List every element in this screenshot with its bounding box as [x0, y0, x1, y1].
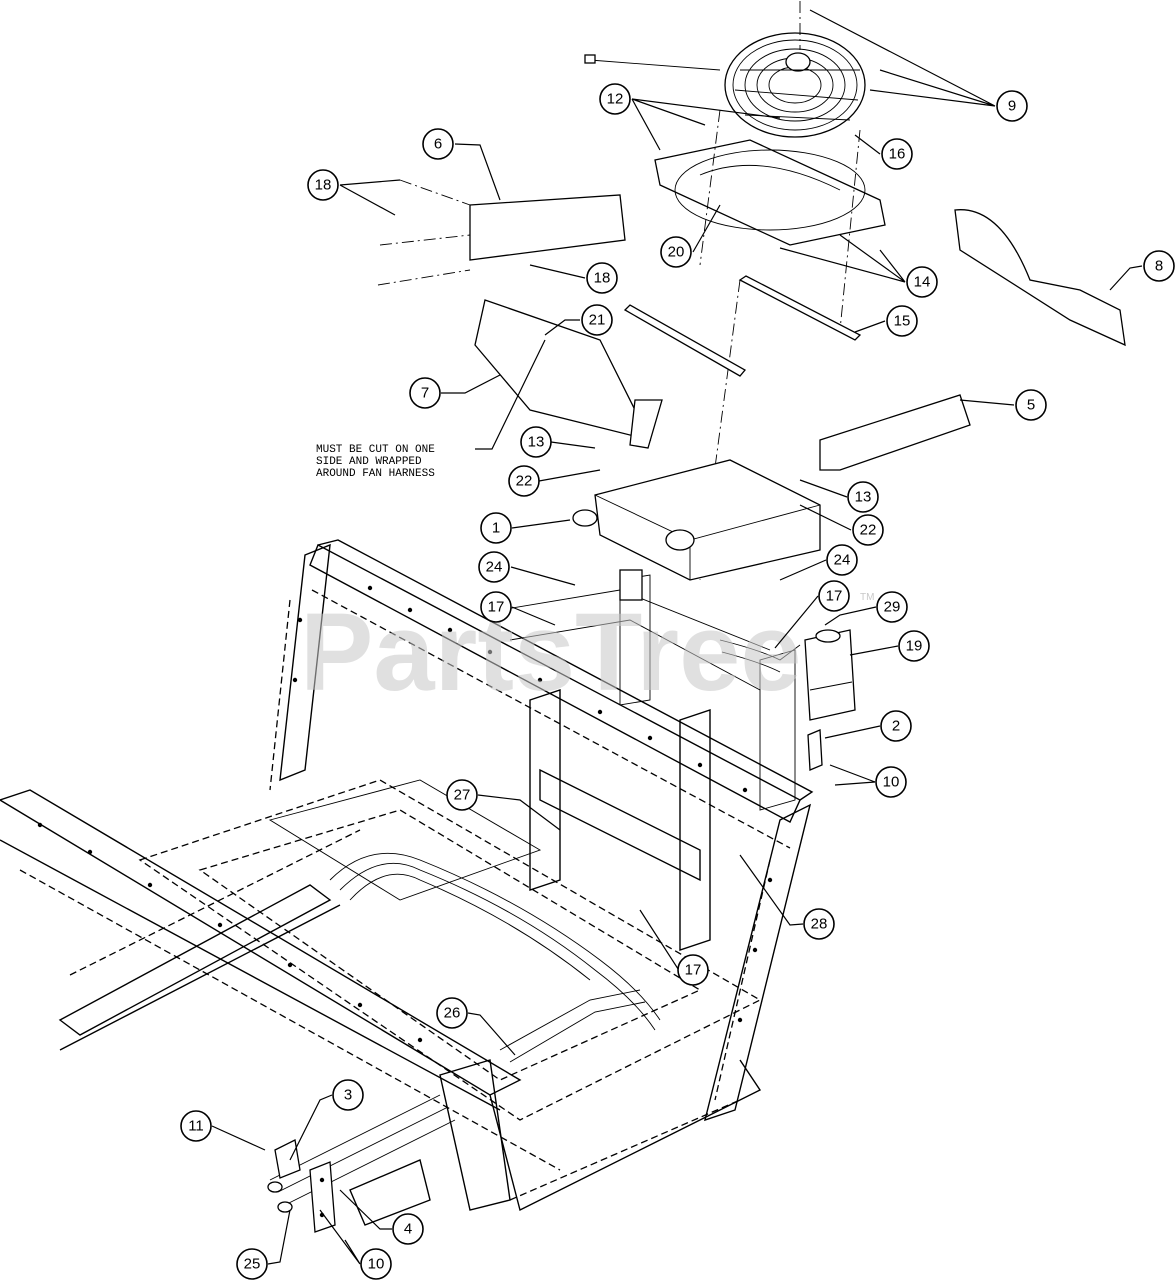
- callout-19: 19: [898, 630, 930, 662]
- svg-text:14: 14: [914, 274, 931, 291]
- svg-text:22: 22: [516, 473, 533, 490]
- callout-5: 5: [1015, 389, 1047, 421]
- svg-text:17: 17: [826, 588, 843, 605]
- callout-17-right: 17: [818, 580, 850, 612]
- callouts: 9 12 16 6 18 20 18 14 8 21 15 7 5 13 22 …: [180, 83, 1175, 1280]
- callout-2: 2: [880, 710, 912, 742]
- watermark-text: PartsTree: [300, 591, 801, 714]
- svg-text:25: 25: [244, 1256, 261, 1273]
- svg-text:6: 6: [434, 136, 442, 153]
- callout-14: 14: [906, 266, 938, 298]
- callout-27: 27: [446, 779, 478, 811]
- svg-text:13: 13: [855, 489, 872, 506]
- callout-24-left: 24: [478, 551, 510, 583]
- callout-22-right: 22: [852, 514, 884, 546]
- svg-text:12: 12: [607, 91, 624, 108]
- svg-text:8: 8: [1155, 258, 1163, 275]
- callout-10-bottom: 10: [360, 1248, 392, 1280]
- svg-text:10: 10: [883, 774, 900, 791]
- callout-29: 29: [876, 591, 908, 623]
- callout-leaders: [211, 9, 1143, 1265]
- svg-text:28: 28: [811, 916, 828, 933]
- svg-text:17: 17: [488, 599, 505, 616]
- svg-text:20: 20: [668, 244, 685, 261]
- frame-holes: [37, 585, 773, 1043]
- svg-text:22: 22: [860, 522, 877, 539]
- svg-text:5: 5: [1027, 397, 1035, 414]
- svg-text:16: 16: [889, 146, 906, 163]
- callout-18-top: 18: [307, 169, 339, 201]
- svg-text:13: 13: [528, 434, 545, 451]
- svg-text:15: 15: [894, 313, 911, 330]
- callout-18-bottom: 18: [586, 262, 618, 294]
- callout-10-right: 10: [875, 766, 907, 798]
- svg-text:4: 4: [404, 1221, 412, 1238]
- callout-26: 26: [436, 997, 468, 1029]
- svg-text:1: 1: [492, 520, 500, 537]
- callout-20: 20: [660, 236, 692, 268]
- callout-17-bottom: 17: [677, 954, 709, 986]
- chassis-frame: [0, 539, 814, 1226]
- svg-text:29: 29: [884, 599, 901, 616]
- callout-15: 15: [886, 305, 918, 337]
- callout-28: 28: [803, 908, 835, 940]
- fan-assembly: [584, 1, 886, 581]
- note-line-1: MUST BE CUT ON ONE: [316, 444, 435, 456]
- svg-text:3: 3: [344, 1087, 352, 1104]
- svg-text:21: 21: [589, 312, 606, 329]
- callout-6: 6: [422, 128, 454, 160]
- callout-22-left: 22: [508, 465, 540, 497]
- svg-text:24: 24: [486, 559, 503, 576]
- callout-16: 16: [881, 138, 913, 170]
- svg-text:18: 18: [594, 270, 611, 287]
- svg-text:24: 24: [834, 552, 851, 569]
- svg-text:19: 19: [906, 638, 923, 655]
- callout-4: 4: [392, 1213, 424, 1245]
- svg-text:26: 26: [444, 1005, 461, 1022]
- callout-25: 25: [236, 1248, 268, 1280]
- callout-11: 11: [180, 1110, 212, 1142]
- svg-text:9: 9: [1008, 98, 1016, 115]
- svg-text:2: 2: [892, 718, 900, 735]
- svg-text:11: 11: [188, 1118, 204, 1135]
- svg-text:7: 7: [421, 385, 429, 402]
- note-line-3: AROUND FAN HARNESS: [316, 468, 435, 480]
- svg-text:27: 27: [454, 787, 471, 804]
- svg-text:10: 10: [368, 1256, 385, 1273]
- callout-12: 12: [599, 83, 631, 115]
- watermark-trademark: TM: [860, 592, 874, 603]
- callout-9: 9: [996, 90, 1028, 122]
- note-line-2: SIDE AND WRAPPED: [316, 456, 422, 468]
- svg-text:18: 18: [315, 177, 332, 194]
- callout-7: 7: [409, 377, 441, 409]
- callout-13-left: 13: [520, 426, 552, 458]
- callout-24-right: 24: [826, 544, 858, 576]
- callout-1: 1: [480, 512, 512, 544]
- callout-8: 8: [1143, 250, 1175, 282]
- callout-13-right: 13: [847, 481, 879, 513]
- callout-21: 21: [581, 304, 613, 336]
- harness-note: MUST BE CUT ON ONE SIDE AND WRAPPED AROU…: [316, 339, 546, 480]
- svg-text:17: 17: [685, 962, 702, 979]
- callout-17-left: 17: [480, 591, 512, 623]
- callout-3: 3: [332, 1079, 364, 1111]
